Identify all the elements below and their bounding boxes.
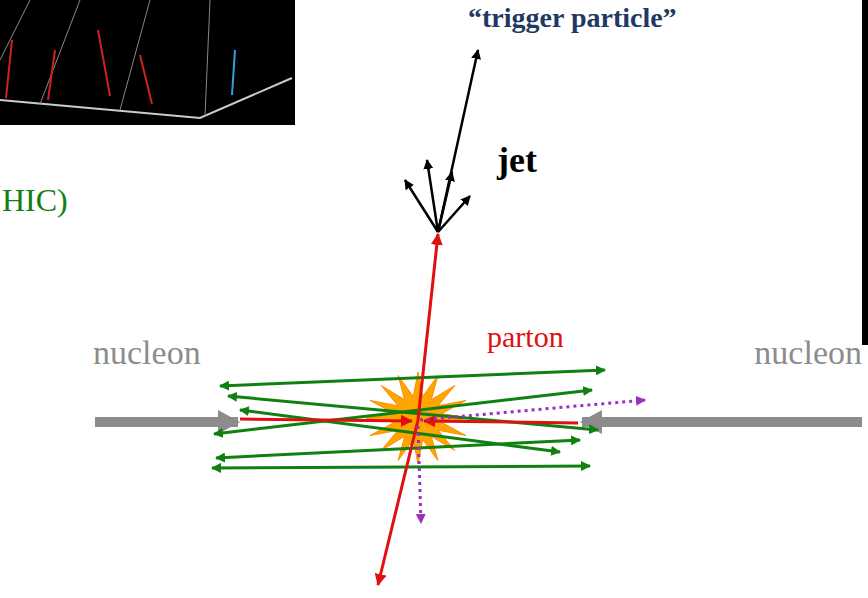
event-display — [862, 0, 868, 345]
cropped-label: HIC) — [2, 182, 68, 219]
jet-label: jet — [497, 140, 537, 181]
nucleon-label: nucleon — [93, 333, 201, 372]
parton-label: parton — [487, 320, 564, 355]
trigger-label: “trigger particle” — [468, 2, 677, 34]
event-display — [0, 0, 295, 125]
nucleon-label: nucleon — [754, 333, 862, 372]
